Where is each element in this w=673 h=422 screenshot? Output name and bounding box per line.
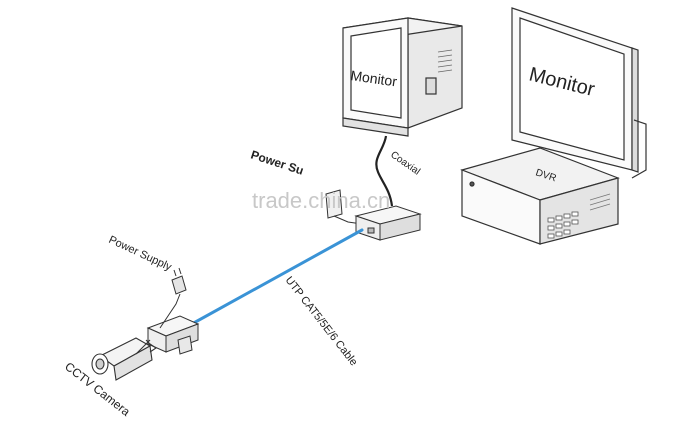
receiver-power-adapter <box>325 189 343 219</box>
monitor-left-body <box>407 17 463 129</box>
monitor-right-screen <box>519 17 625 161</box>
cctv-camera <box>91 337 157 381</box>
power-supply-top-label: Power Su <box>249 148 305 178</box>
coaxial-label: Coaxial <box>388 149 422 177</box>
monitor-right-side <box>631 47 639 173</box>
receiver-balun <box>325 189 422 241</box>
receiver-port <box>367 227 375 234</box>
dvr-led <box>469 181 475 187</box>
power-supply-bottom-wire <box>159 293 181 329</box>
camera-lens-inner <box>95 358 105 370</box>
monitor-left-vents <box>437 49 453 73</box>
power-supply-bottom-plug <box>171 275 187 295</box>
camera-video-cable <box>145 339 157 353</box>
utp-cable <box>188 228 364 327</box>
dvr-unit <box>460 147 620 245</box>
monitor-right <box>511 7 647 179</box>
transmitter-side <box>165 323 199 353</box>
coaxial-cable <box>375 135 394 207</box>
dvr-buttons <box>547 211 579 239</box>
monitor-left-label: Monitor <box>350 67 399 89</box>
monitor-left <box>342 17 463 137</box>
watermark-text: trade.china.cn <box>252 188 390 213</box>
dvr-vents <box>589 193 611 211</box>
monitor-left-label-plate <box>425 77 437 95</box>
utp-cable-label: UTP CAT5/5E/6 Cable <box>283 274 360 368</box>
monitor-left-screen <box>350 27 402 119</box>
receiver-side <box>379 213 421 241</box>
monitor-right-stand <box>631 119 647 179</box>
monitor-left-base <box>342 117 409 137</box>
transmitter-ear <box>177 335 193 355</box>
power-supply-bottom <box>159 267 187 329</box>
power-supply-bottom-label: Power Supply <box>107 234 174 274</box>
